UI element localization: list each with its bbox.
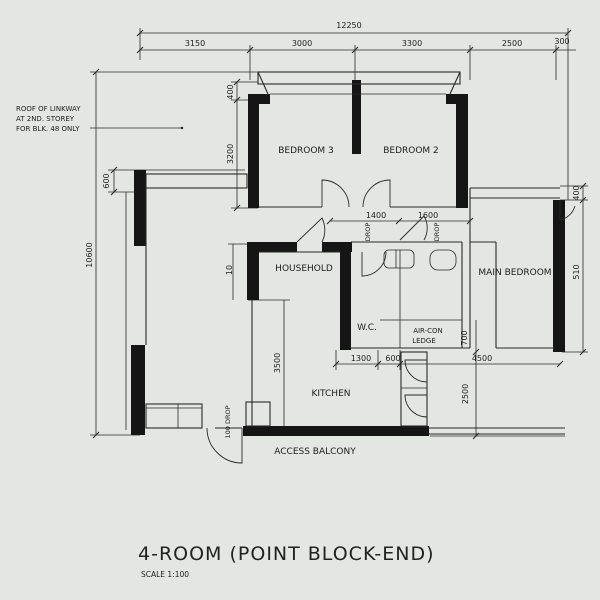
dim-bottom-4500: 4500 [472,354,492,363]
dim-right-2500: 2500 [461,384,470,404]
dim-right-510: 510 [572,264,581,279]
dim-bottom-1300: 1300 [351,354,371,363]
roof-note-line-1: ROOF OF LINKWAY [16,105,81,113]
dim-overall-height: 10600 [85,242,94,267]
label-ledge: LEDGE [412,337,436,345]
roof-note-dot [180,126,184,130]
dim-inner-1600: 1600 [418,211,438,220]
roof-note-line-2: AT 2ND. STOREY [16,115,75,123]
walls [131,71,565,436]
roof-note-line-3: FOR BLK. 48 ONLY [16,125,80,133]
room-label-bedroom-3: BEDROOM 3 [278,146,334,156]
dim-top-2: 3000 [292,39,312,48]
label-access-balcony: ACCESS BALCONY [274,447,356,457]
door-swings [206,179,576,464]
dim-top-4: 2500 [502,39,522,48]
room-label-main-bedroom: MAIN BEDROOM [478,268,551,278]
dimension-lines [90,28,588,440]
dim-top-1: 3150 [185,39,205,48]
label-drop-3: 100 DROP [224,405,232,438]
dim-left-600: 600 [102,173,111,188]
label-aircon: AIR-CON [413,327,443,335]
dim-bottom-600: 600 [385,354,400,363]
dim-inner-1400: 1400 [366,211,386,220]
label-drop-2: DROP [433,223,441,242]
plan-title: 4-ROOM (POINT BLOCK-END) [138,543,435,565]
dim-bedroom-3200: 3200 [226,144,235,164]
room-label-household: HOUSEHOLD [275,264,333,274]
plan-scale: SCALE 1:100 [141,570,190,579]
dim-right-400: 400 [572,185,581,200]
fixtures [383,249,457,271]
dim-overall-width: 12250 [336,21,361,30]
label-drop-1: DROP [364,223,372,242]
dim-bedroom-400: 400 [226,84,235,99]
dim-ledge-700: 700 [460,330,469,345]
dim-kitchen-3500: 3500 [273,353,282,373]
room-label-kitchen: KITCHEN [312,389,351,399]
room-label-wc: W.C. [357,323,377,333]
room-label-bedroom-2: BEDROOM 2 [383,146,439,156]
dim-household-10: 10 [225,265,234,275]
dim-top-3: 3300 [402,39,422,48]
dim-top-5: 300 [554,37,569,46]
